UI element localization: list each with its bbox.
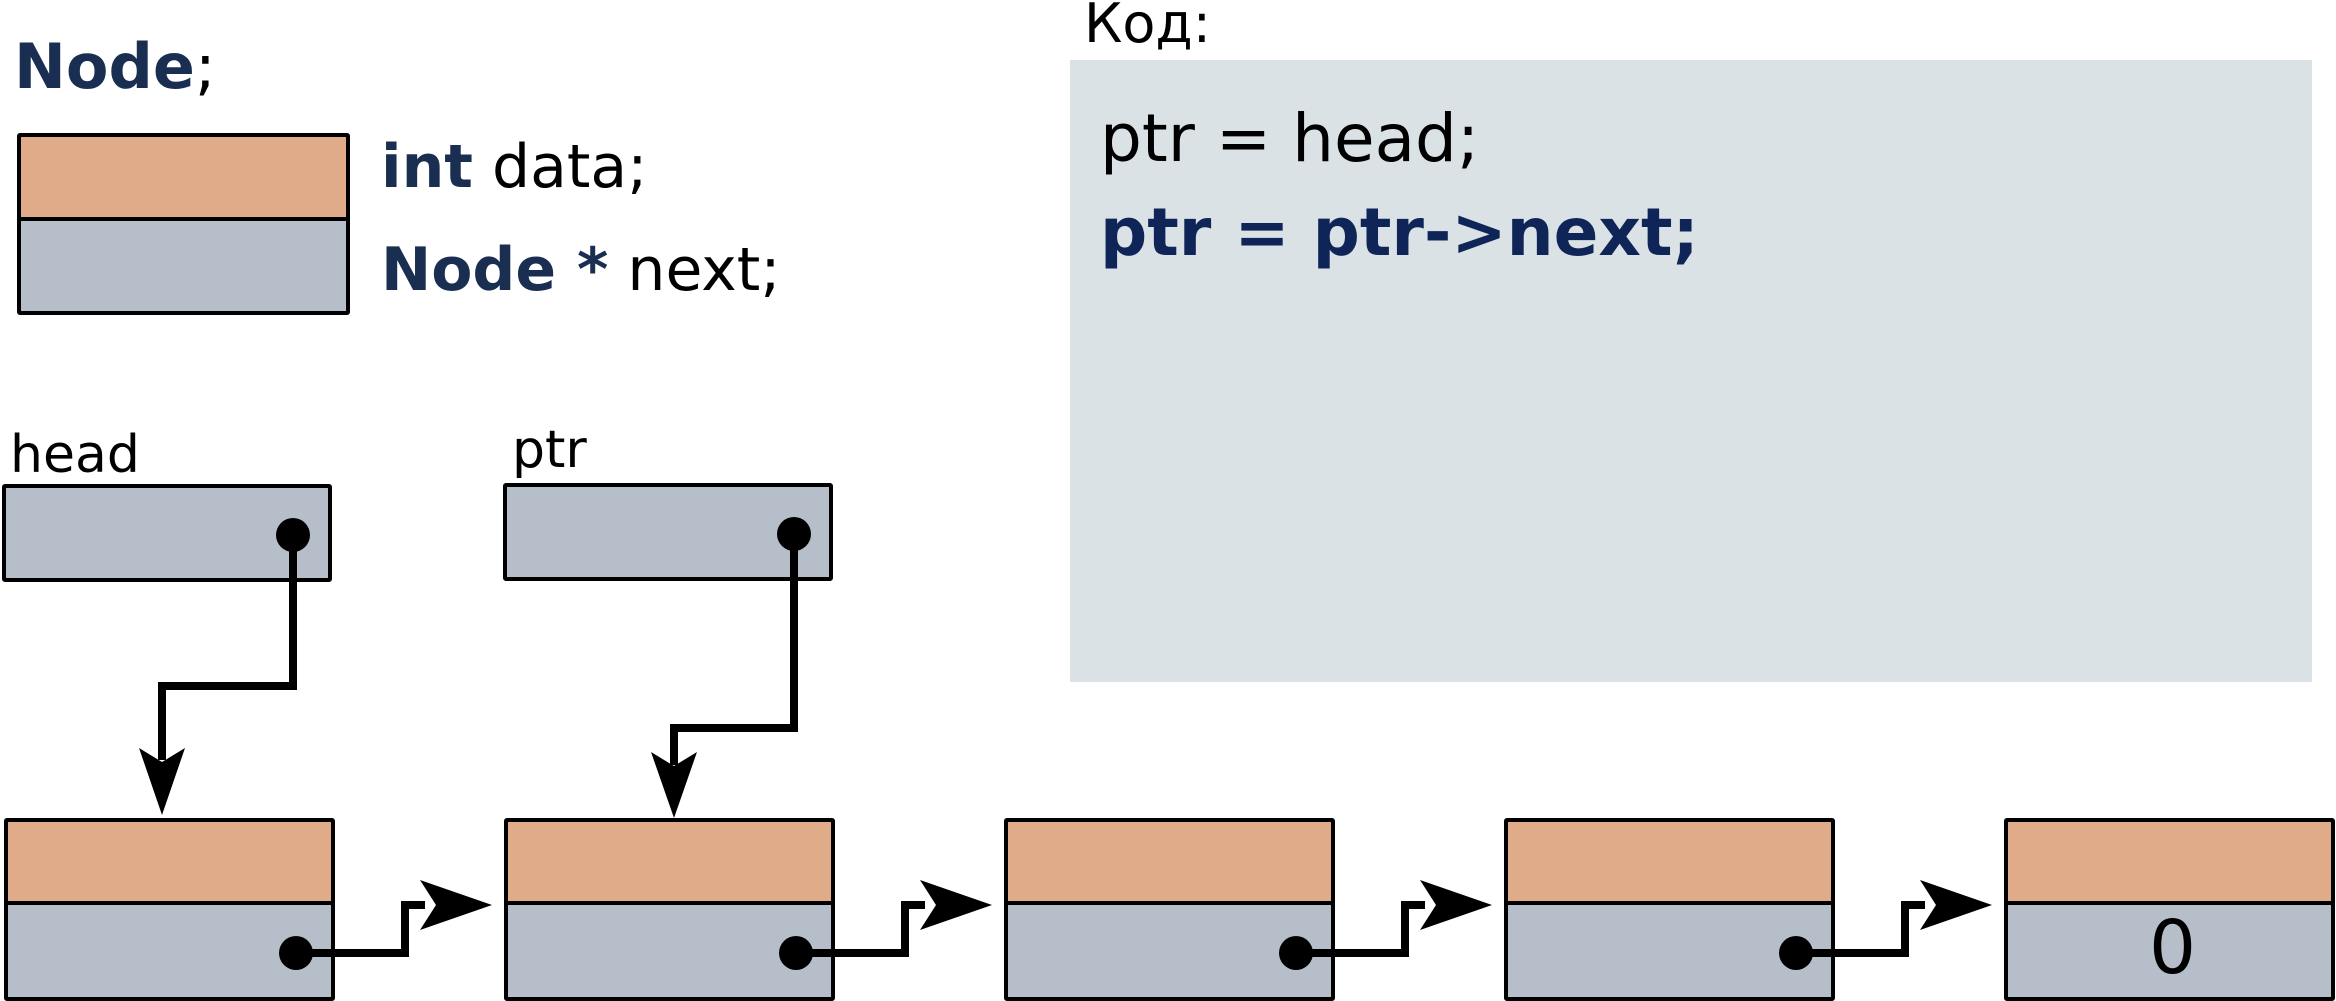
node-4-to-node-5-wire <box>1796 901 1925 957</box>
node-4-next-dot <box>1779 936 1813 970</box>
code-line-2-active: ptr = ptr->next; <box>1100 194 1699 271</box>
node-3-to-node-4-wire <box>1296 901 1425 957</box>
null-terminator-value: 0 <box>2149 905 2197 991</box>
node-struct-title: Node; <box>14 30 216 103</box>
head-to-node-1-wire <box>158 535 297 760</box>
legend-next-label: Node * next; <box>381 235 781 305</box>
legend-next-field <box>17 217 350 315</box>
node-3-next-dot <box>1279 936 1313 970</box>
ptr-label: ptr <box>512 420 587 480</box>
node-1-to-node-2-wire <box>296 901 425 957</box>
node-2-data <box>504 818 835 905</box>
node-2-next <box>504 901 835 1001</box>
ptr-to-node-2-wire <box>670 534 798 765</box>
head-label: head <box>10 425 140 485</box>
node-5-next <box>2004 901 2335 1001</box>
node-2-to-node-3-wire <box>796 901 925 957</box>
node-2-next-dot <box>779 936 813 970</box>
ptr-arrowhead <box>651 752 697 818</box>
code-line-1: ptr = head; <box>1100 100 1480 177</box>
head-arrowhead <box>139 748 185 815</box>
node-pointer-type: Node * <box>381 235 609 305</box>
code-label: Код: <box>1084 0 1211 55</box>
head-pointer-dot <box>276 518 310 552</box>
node-3-arrowhead <box>920 880 992 930</box>
node-3-data <box>1004 818 1335 905</box>
legend-data-label: int data; <box>381 132 647 202</box>
node-keyword: Node <box>14 30 195 103</box>
code-panel: ptr = head; ptr = ptr->next; <box>1070 60 2312 682</box>
node-title-semicolon: ; <box>194 30 216 103</box>
node-1-next-dot <box>279 936 313 970</box>
node-4-arrowhead <box>1420 880 1492 930</box>
node-2-arrowhead <box>420 880 492 930</box>
node-4-data <box>1504 818 1835 905</box>
node-1-data <box>4 818 335 905</box>
ptr-pointer-dot <box>777 517 811 551</box>
next-field-name: next; <box>608 235 781 305</box>
int-keyword: int <box>381 132 473 202</box>
data-field-name: data; <box>472 132 648 202</box>
node-5-arrowhead <box>1920 880 1992 930</box>
